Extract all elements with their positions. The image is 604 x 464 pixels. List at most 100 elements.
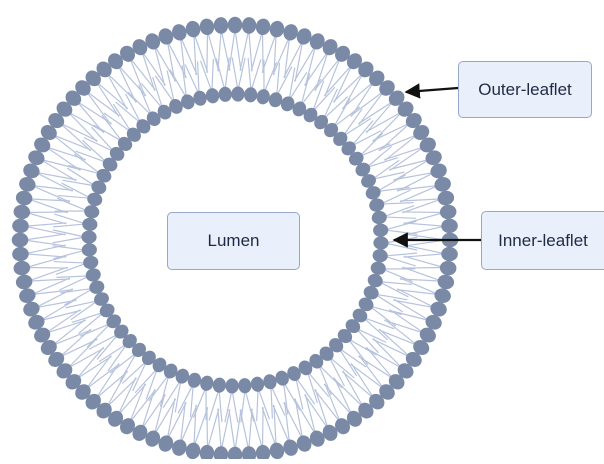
lipid-tail (68, 339, 97, 369)
lipid-head (268, 441, 285, 459)
lipid-tail (380, 329, 411, 357)
lipid-head (17, 175, 37, 193)
outer-leaflet-label: Outer-leaflet (458, 61, 592, 118)
lipid-tail (367, 101, 394, 132)
lipid-head (250, 376, 265, 393)
lipid-tail (207, 31, 208, 72)
lipid-tail (46, 320, 85, 333)
lipid-tail (40, 159, 80, 169)
lipid-tail (53, 330, 91, 345)
lipid-tail (306, 45, 316, 85)
lipid-tail (373, 112, 402, 142)
lipid-head (83, 204, 100, 220)
lipid-head (170, 22, 188, 42)
lipid-head (372, 248, 389, 263)
lipid-tail (334, 107, 360, 127)
lipid-tail (258, 388, 269, 419)
lipid-tail (385, 221, 416, 230)
lipid-head (13, 204, 31, 220)
lipid-tail (325, 384, 340, 422)
outer-leaflet-arrow (406, 88, 458, 92)
inner-leaflet-label: Inner-leaflet (481, 211, 604, 270)
lipid-head (373, 236, 388, 250)
lipid-tail (77, 348, 104, 379)
lipid-tail (130, 58, 145, 96)
lipid-tail (25, 226, 65, 235)
lipid-tail (97, 334, 118, 359)
lipid-molecule (12, 245, 66, 262)
lipid-tail (404, 256, 444, 267)
lipid-tail (384, 253, 416, 256)
lipid-tail (83, 140, 107, 162)
lipid-tail (54, 262, 87, 263)
lipid-tail (381, 203, 414, 204)
lipid-head (84, 267, 102, 283)
lipid-head (192, 89, 208, 107)
lipid-tail (339, 348, 357, 375)
lipid-tail (26, 213, 66, 224)
lipid-tail (360, 133, 383, 156)
lipid-tail (225, 58, 229, 90)
lipid-head (439, 260, 457, 276)
lipid-tail (153, 78, 163, 109)
lipid-tail (139, 85, 152, 115)
lipid-tail (107, 73, 137, 102)
lipid-tail (351, 364, 384, 389)
lipid-head (436, 189, 455, 206)
lipid-tail (130, 390, 156, 422)
lipid-tail (241, 390, 245, 422)
lipid-head (441, 246, 458, 261)
lipid-head (213, 17, 228, 34)
lipid-head (255, 444, 271, 459)
lipid-head (368, 197, 386, 213)
lipid-tail (382, 269, 412, 281)
lipid-molecule (225, 378, 239, 422)
lipid-molecule (53, 230, 97, 244)
lipid-tail (307, 371, 317, 402)
lipid-head (441, 218, 458, 233)
lipid-tail (40, 311, 80, 321)
lipid-tail (201, 61, 212, 92)
lipid-tail (403, 268, 444, 269)
lipid-tail (315, 58, 341, 90)
lipid-tail (324, 65, 352, 96)
lipid-head (13, 260, 31, 276)
lipid-tail (94, 125, 122, 141)
lipid-head (255, 88, 271, 105)
lipid-tail (54, 250, 85, 258)
lipid-tail (86, 91, 111, 124)
lipid-tail (120, 353, 136, 381)
lipid-head (241, 446, 256, 459)
lipid-head (268, 20, 285, 39)
lipid-tail (142, 51, 155, 90)
lipid-head (12, 246, 29, 261)
lipid-tail (352, 121, 373, 146)
lipid-tail (107, 378, 137, 407)
lipid-tail (86, 364, 119, 389)
lipid-tail (315, 390, 328, 429)
lipid-tail (26, 212, 67, 213)
lipid-head (228, 17, 242, 34)
lipid-tail (359, 356, 384, 389)
lipid-tail (53, 246, 85, 250)
lipid-tail (58, 199, 88, 211)
lipid-tail (208, 409, 219, 449)
lipid-head (218, 86, 232, 102)
lipid-tail (271, 386, 285, 415)
lipid-tail (24, 240, 65, 246)
lipid-tail (385, 230, 417, 234)
lipid-tail (57, 276, 90, 277)
lipid-head (184, 20, 201, 39)
lipid-tail (379, 135, 417, 150)
lipid-head (228, 447, 242, 459)
lipid-head (184, 441, 201, 459)
lipid-head (243, 87, 258, 104)
lipid-tail (383, 206, 414, 217)
lipid-tail (319, 365, 332, 395)
lipid-tail (185, 65, 199, 94)
lipid-molecule (240, 409, 257, 459)
lipid-head (213, 446, 228, 459)
lipid-head (238, 378, 252, 394)
lipid-head (170, 438, 188, 458)
lipid-molecule (213, 17, 230, 71)
